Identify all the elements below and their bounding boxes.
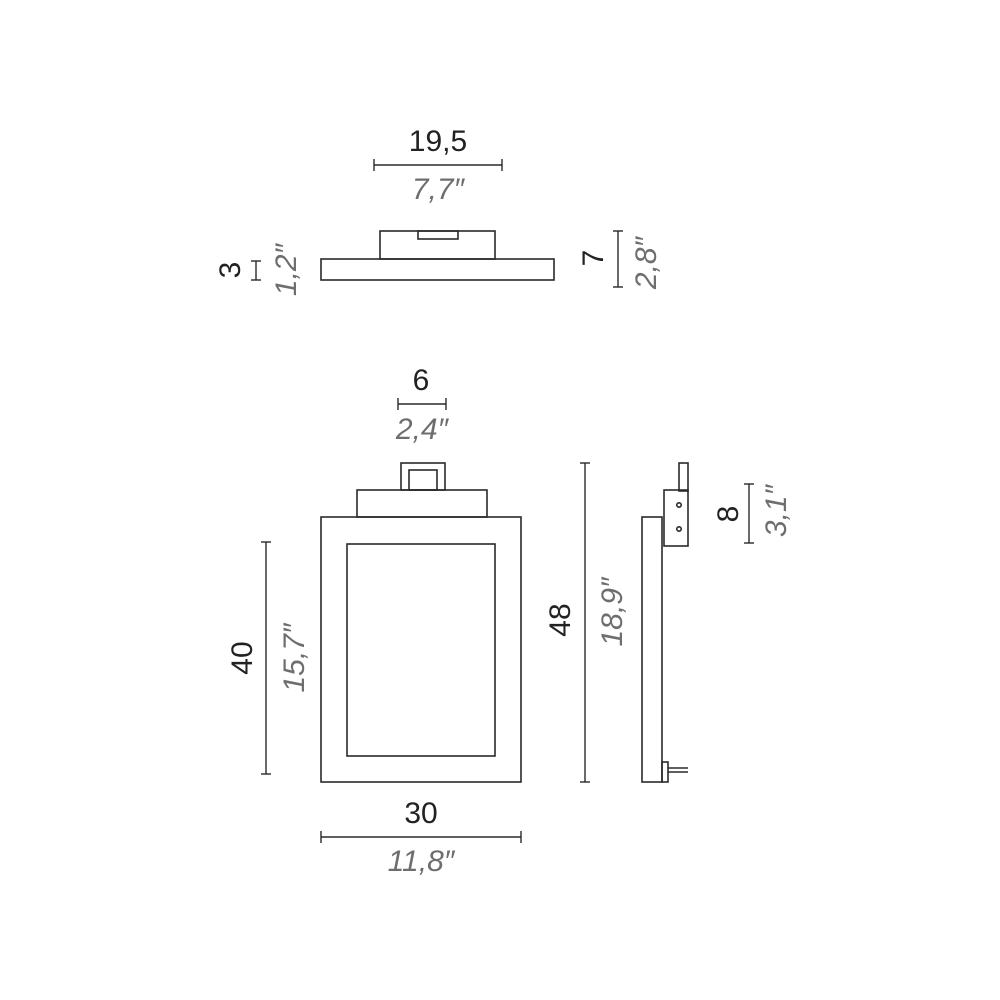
top-view-hook-slot	[417, 230, 459, 240]
front-view-hook-inner	[408, 469, 438, 491]
side-view-panel	[641, 516, 663, 783]
dim-inner-height: 40 15,7″	[226, 541, 311, 775]
dim-side-bracket-height-in: 3,1″	[760, 483, 793, 537]
dim-top-total-height-cm: 7	[577, 250, 610, 267]
dim-total-height: 48 18,9″	[544, 462, 629, 783]
front-view-mount-block	[356, 489, 488, 518]
dim-top-base-height-in: 1,2″	[270, 242, 303, 296]
side-view-screw-bottom	[675, 525, 682, 532]
dim-top-base-height: 3 1,2″	[214, 242, 303, 296]
dim-top-width-in: 7,7″	[412, 173, 466, 206]
dim-bottom-width-cm: 30	[404, 797, 437, 830]
side-view-screw-top	[675, 501, 682, 508]
dim-inner-height-in: 15,7″	[278, 622, 311, 692]
dim-inner-height-cm: 40	[226, 641, 259, 674]
dim-top-total-height: 7 2,8″	[577, 230, 663, 290]
dim-side-bracket-height-cm: 8	[712, 506, 745, 523]
dim-hook-width-in: 2,4″	[395, 413, 450, 446]
dim-total-height-cm: 48	[544, 603, 577, 636]
top-view-base-plate	[320, 258, 555, 281]
dim-top-base-height-cm: 3	[214, 262, 247, 279]
dim-top-width: 19,5 7,7″	[373, 125, 503, 206]
front-view-hook-outer	[400, 462, 446, 491]
side-view-hook-tab	[678, 462, 689, 492]
side-view-bracket	[663, 489, 689, 547]
front-view	[320, 462, 522, 783]
side-view	[641, 462, 689, 783]
top-view-mount-block	[379, 230, 496, 260]
dim-top-total-height-in: 2,8″	[630, 235, 663, 290]
dim-hook-width: 6 2,4″	[395, 364, 450, 446]
front-view-frame-inner	[346, 543, 496, 757]
dim-bottom-width-in: 11,8″	[388, 845, 456, 878]
dim-bottom-width: 30 11,8″	[320, 797, 522, 878]
side-view-foot	[661, 761, 669, 783]
dim-side-bracket-height: 8 3,1″	[712, 483, 793, 544]
dim-total-height-in: 18,9″	[596, 576, 629, 646]
front-view-frame-outer	[320, 516, 522, 783]
dim-top-width-cm: 19,5	[409, 125, 467, 158]
dim-hook-width-cm: 6	[413, 364, 430, 397]
top-view	[320, 230, 555, 281]
